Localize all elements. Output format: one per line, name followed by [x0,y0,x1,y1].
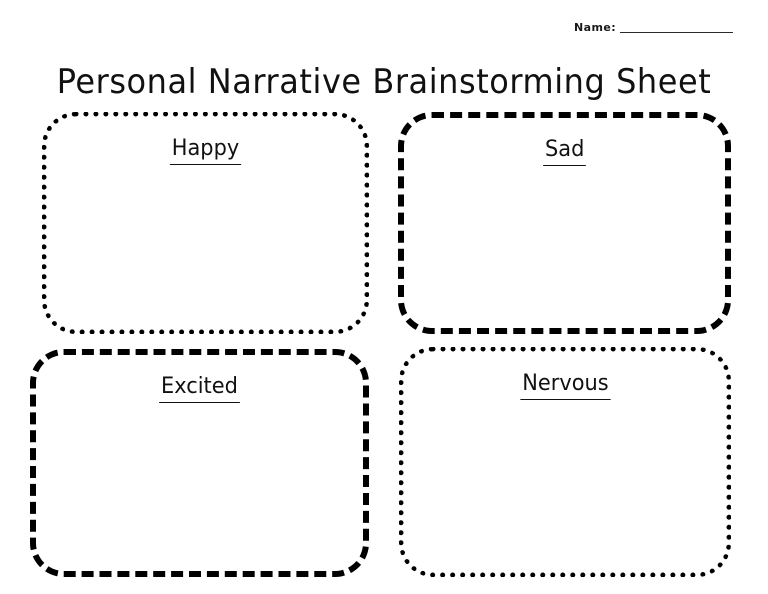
brainstorm-box-nervous[interactable]: Nervous [399,347,731,577]
writing-area-nervous[interactable] [404,404,726,572]
box-label-excited-text: Excited [159,373,240,403]
box-label-happy: Happy [47,135,364,165]
writing-area-excited[interactable] [36,407,363,571]
name-label: Name: [574,21,616,34]
page-title: Personal Narrative Brainstorming Sheet [56,62,712,102]
name-input-blank[interactable] [620,21,733,33]
writing-area-happy[interactable] [47,169,364,329]
brainstorm-box-happy[interactable]: Happy [42,112,369,334]
box-label-nervous: Nervous [404,370,726,400]
brainstorm-box-sad[interactable]: Sad [398,112,731,334]
box-label-happy-text: Happy [169,135,242,165]
brainstorm-box-excited[interactable]: Excited [30,349,369,577]
box-label-excited: Excited [36,373,363,403]
box-label-nervous-text: Nervous [519,370,611,400]
writing-area-sad[interactable] [404,170,725,328]
name-field-row: Name: [574,21,733,33]
box-label-sad-text: Sad [542,136,587,166]
box-label-sad: Sad [404,136,725,166]
